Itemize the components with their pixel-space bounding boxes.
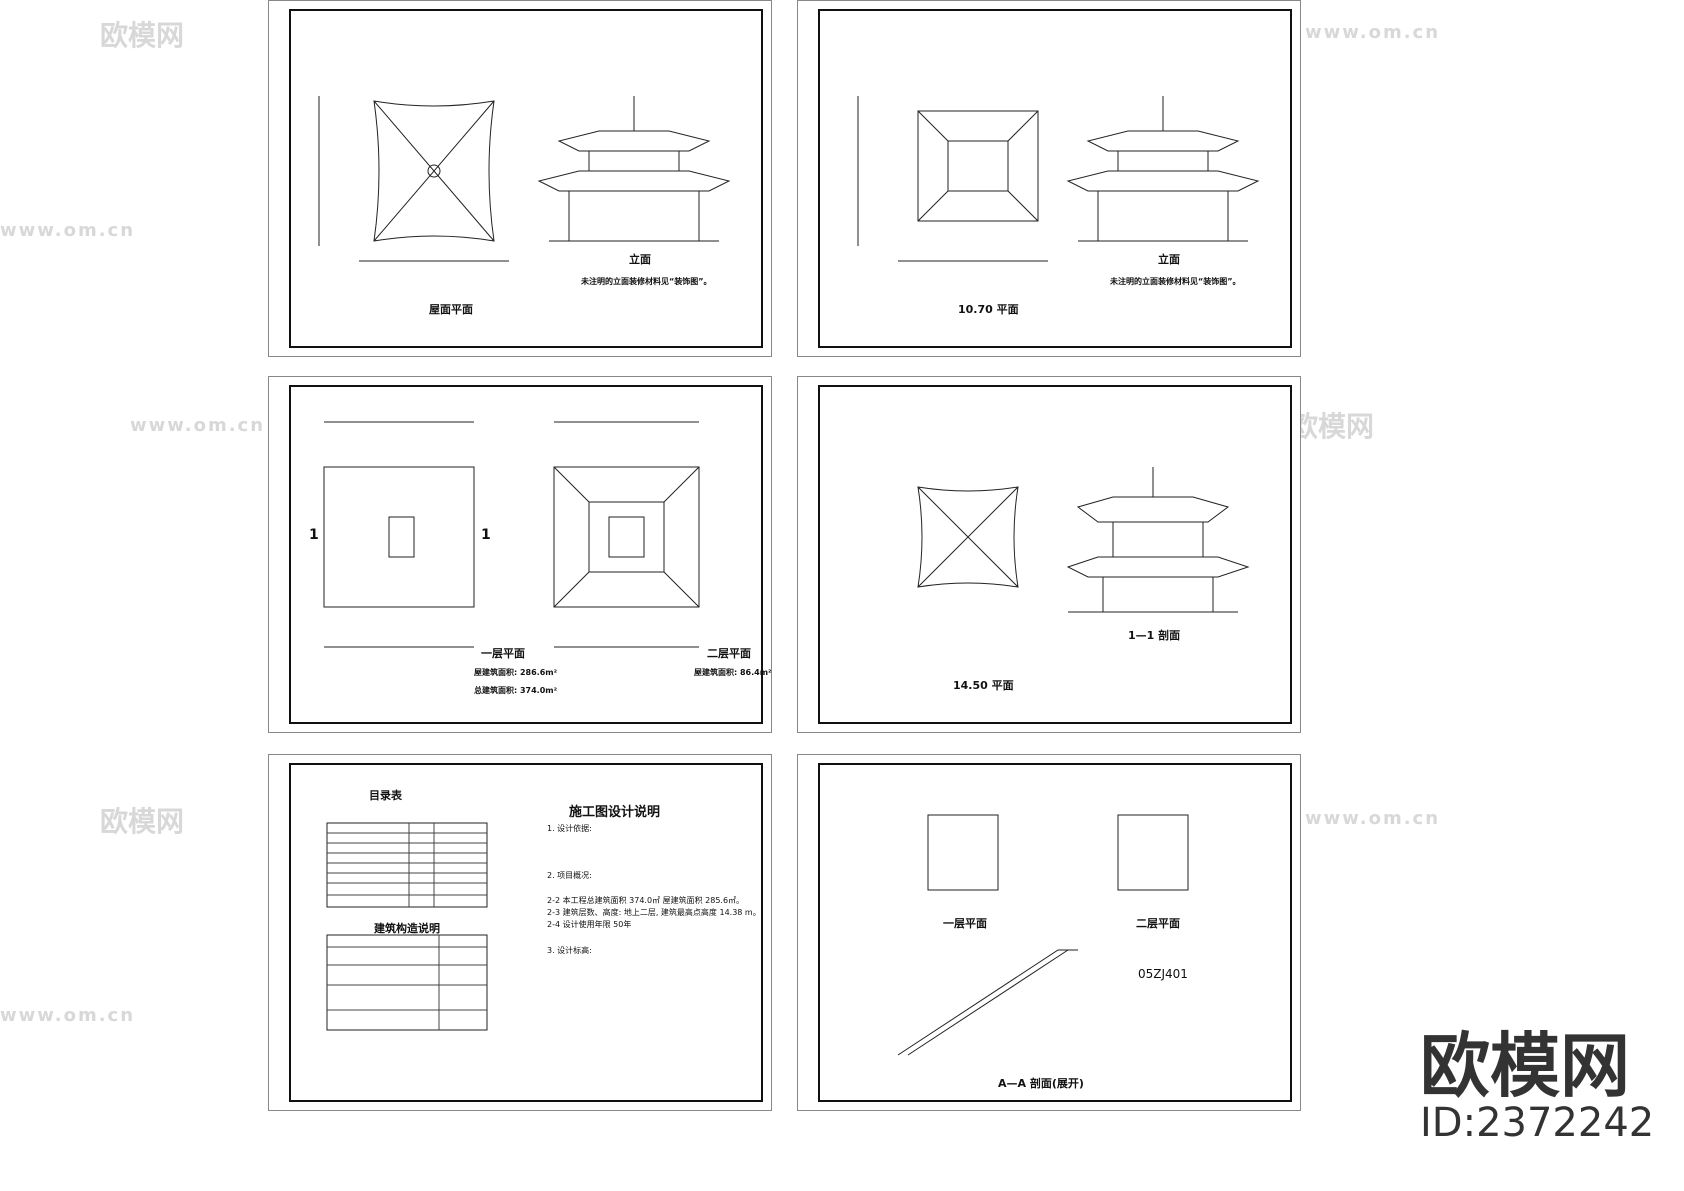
note-line: 2-4 设计使用年限 50年	[547, 920, 632, 929]
plan-1070-drawing	[857, 96, 1260, 262]
floor-plans-drawing	[323, 421, 700, 648]
drawing-title: 二层平面	[707, 647, 751, 660]
sheet-1450-plan-section: 14.50 平面 1—1 剖面	[797, 376, 1301, 733]
standard-reference: 05ZJ401	[1138, 967, 1188, 981]
sheet-1070-plan: 10.70 平面 立面 未注明的立面装修材料见“装饰图”。	[797, 0, 1301, 357]
drawing-title: 屋面平面	[429, 303, 473, 316]
drawing-title: 一层平面	[943, 917, 987, 930]
model-id: ID:2372242	[1420, 1100, 1655, 1146]
sheet-floor-plans: 1 1 一层平面 二层平面 屋建筑面积: 286.6m² 总建筑面积: 374.…	[268, 376, 772, 733]
section-mark: 1	[309, 527, 319, 543]
drawing-index-table	[326, 822, 488, 1031]
sheet-design-notes: 目录表 建筑构造说明 施工图设计说明 1. 设计依据: 2. 项目概况: 2-2…	[268, 754, 772, 1111]
plan-section-drawing	[917, 467, 1250, 613]
roof-plan-drawing	[318, 96, 731, 262]
brand-logo: 欧模网	[1420, 1025, 1630, 1107]
notes-title: 施工图设计说明	[569, 805, 661, 820]
drawing-title: 一层平面	[481, 647, 525, 660]
note-line: 1. 设计依据:	[547, 824, 592, 833]
watermark: 欧模网	[100, 19, 185, 52]
area-label: 屋建筑面积: 286.6m²	[474, 668, 558, 677]
area-label: 屋建筑面积: 86.4m²	[694, 668, 772, 677]
note-line: 3. 设计标高:	[547, 946, 592, 955]
watermark: www.om.cn	[0, 1005, 136, 1026]
sheet-stair-details: 一层平面 二层平面 A—A 剖面(展开) 05ZJ401	[797, 754, 1301, 1111]
watermark: www.om.cn	[130, 415, 266, 436]
section-mark: 1	[481, 527, 491, 543]
area-label: 总建筑面积: 374.0m²	[474, 686, 558, 695]
watermark: www.om.cn	[1305, 22, 1441, 43]
watermark: www.om.cn	[1305, 808, 1441, 829]
drawing-title: 14.50 平面	[953, 679, 1014, 692]
note-line: 2-3 建筑层数、高度: 地上二层, 建筑最高点高度 14.38 m。	[547, 908, 761, 917]
drawing-title: A—A 剖面(展开)	[998, 1077, 1084, 1090]
drawing-title: 立面	[629, 253, 651, 266]
sheet-roof-plan: 屋面平面 立面 未注明的立面装修材料见“装饰图”。	[268, 0, 772, 357]
stair-drawing	[897, 814, 1189, 1056]
note-line: 2. 项目概况:	[547, 871, 592, 880]
note: 未注明的立面装修材料见“装饰图”。	[581, 277, 712, 286]
note-line: 2-2 本工程总建筑面积 374.0㎡ 屋建筑面积 285.6㎡。	[547, 896, 745, 905]
drawing-title: 1—1 剖面	[1128, 629, 1181, 642]
watermark: 欧模网	[100, 805, 185, 838]
note: 未注明的立面装修材料见“装饰图”。	[1110, 277, 1241, 286]
drawing-title: 10.70 平面	[958, 303, 1019, 316]
watermark: 欧模网	[1290, 410, 1375, 443]
drawing-title: 二层平面	[1136, 917, 1180, 930]
watermark: www.om.cn	[0, 220, 136, 241]
table-title: 目录表	[369, 789, 402, 802]
table-title: 建筑构造说明	[374, 922, 440, 935]
drawing-title: 立面	[1158, 253, 1180, 266]
